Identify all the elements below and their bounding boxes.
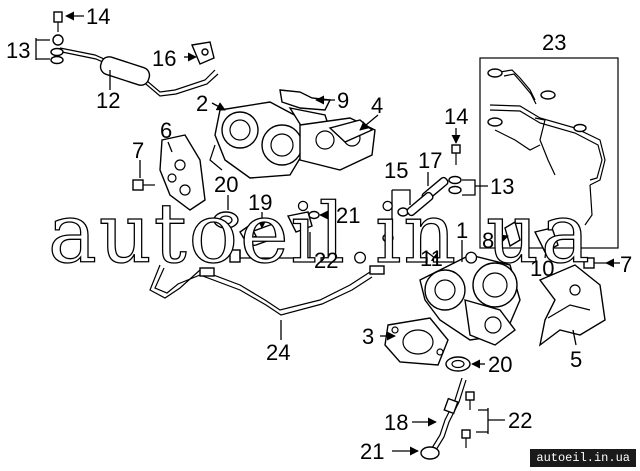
callout-20-lower: 20 — [488, 352, 512, 377]
callout-14-right: 14 — [444, 104, 468, 129]
callout-5: 5 — [570, 347, 582, 372]
callout-4: 4 — [371, 93, 383, 118]
turbocharger-main — [419, 254, 521, 346]
turbo-support-bracket — [159, 134, 206, 211]
site-label: autoeil.in.ua — [530, 449, 636, 467]
turbo-heat-shield — [538, 264, 606, 347]
washers-13-right — [448, 175, 462, 195]
callout-22-lower: 22 — [508, 408, 532, 433]
callout-16: 16 — [152, 46, 176, 71]
gasket-upper — [213, 211, 239, 229]
callout-9: 9 — [337, 88, 349, 113]
coolant-hose-kit-box — [479, 57, 619, 249]
callout-6: 6 — [160, 118, 172, 143]
callout-18: 18 — [384, 410, 408, 435]
turbo-inlet-gasket — [384, 317, 449, 366]
turbocharger-upper — [209, 101, 331, 179]
bolts-lower — [461, 391, 475, 448]
bracket-10 — [533, 227, 559, 253]
fitting-15 — [382, 207, 409, 243]
watermark-text: autoeil.in.ua — [48, 187, 592, 282]
callout-10: 10 — [530, 256, 554, 281]
callout-20-upper: 20 — [214, 172, 238, 197]
callout-17: 17 — [418, 148, 442, 173]
bolt-right — [583, 257, 606, 269]
callout-11: 11 — [420, 246, 443, 271]
callout-12: 12 — [96, 88, 120, 113]
callout-21-lower: 21 — [360, 439, 384, 464]
heat-shield-bracket — [279, 89, 332, 111]
callout-23: 23 — [542, 30, 566, 55]
callout-1: 1 — [456, 218, 468, 243]
callout-15: 15 — [384, 158, 408, 183]
callout-3: 3 — [362, 324, 374, 349]
callout-7-right: 7 — [620, 252, 632, 277]
callout-19: 19 — [248, 190, 272, 215]
gasket-lower — [445, 356, 471, 372]
callouts: 1 2 3 4 5 6 7 7 8 9 10 11 12 13 13 14 14… — [6, 4, 632, 464]
callout-14-top: 14 — [86, 4, 110, 29]
exhaust-manifold — [299, 117, 376, 171]
callout-7-left: 7 — [132, 138, 144, 163]
washer-21-upper — [308, 210, 320, 220]
oil-return-pipe-upper — [239, 211, 313, 246]
callout-13-right: 13 — [490, 174, 514, 199]
callout-21-upper: 21 — [336, 203, 360, 228]
callout-8: 8 — [482, 228, 494, 253]
oil-return-pipe-lower — [420, 377, 467, 460]
leader-lines — [35, 11, 620, 456]
bolt-14-right — [451, 144, 461, 165]
callout-24: 24 — [266, 340, 290, 365]
bolt-left — [132, 179, 155, 191]
oil-feed-pipe-assembly — [50, 11, 219, 97]
callout-13-left: 13 — [6, 38, 30, 63]
callout-22-upper: 22 — [314, 248, 338, 273]
oil-feed-pipe-17 — [406, 176, 449, 217]
callout-2: 2 — [196, 91, 208, 116]
